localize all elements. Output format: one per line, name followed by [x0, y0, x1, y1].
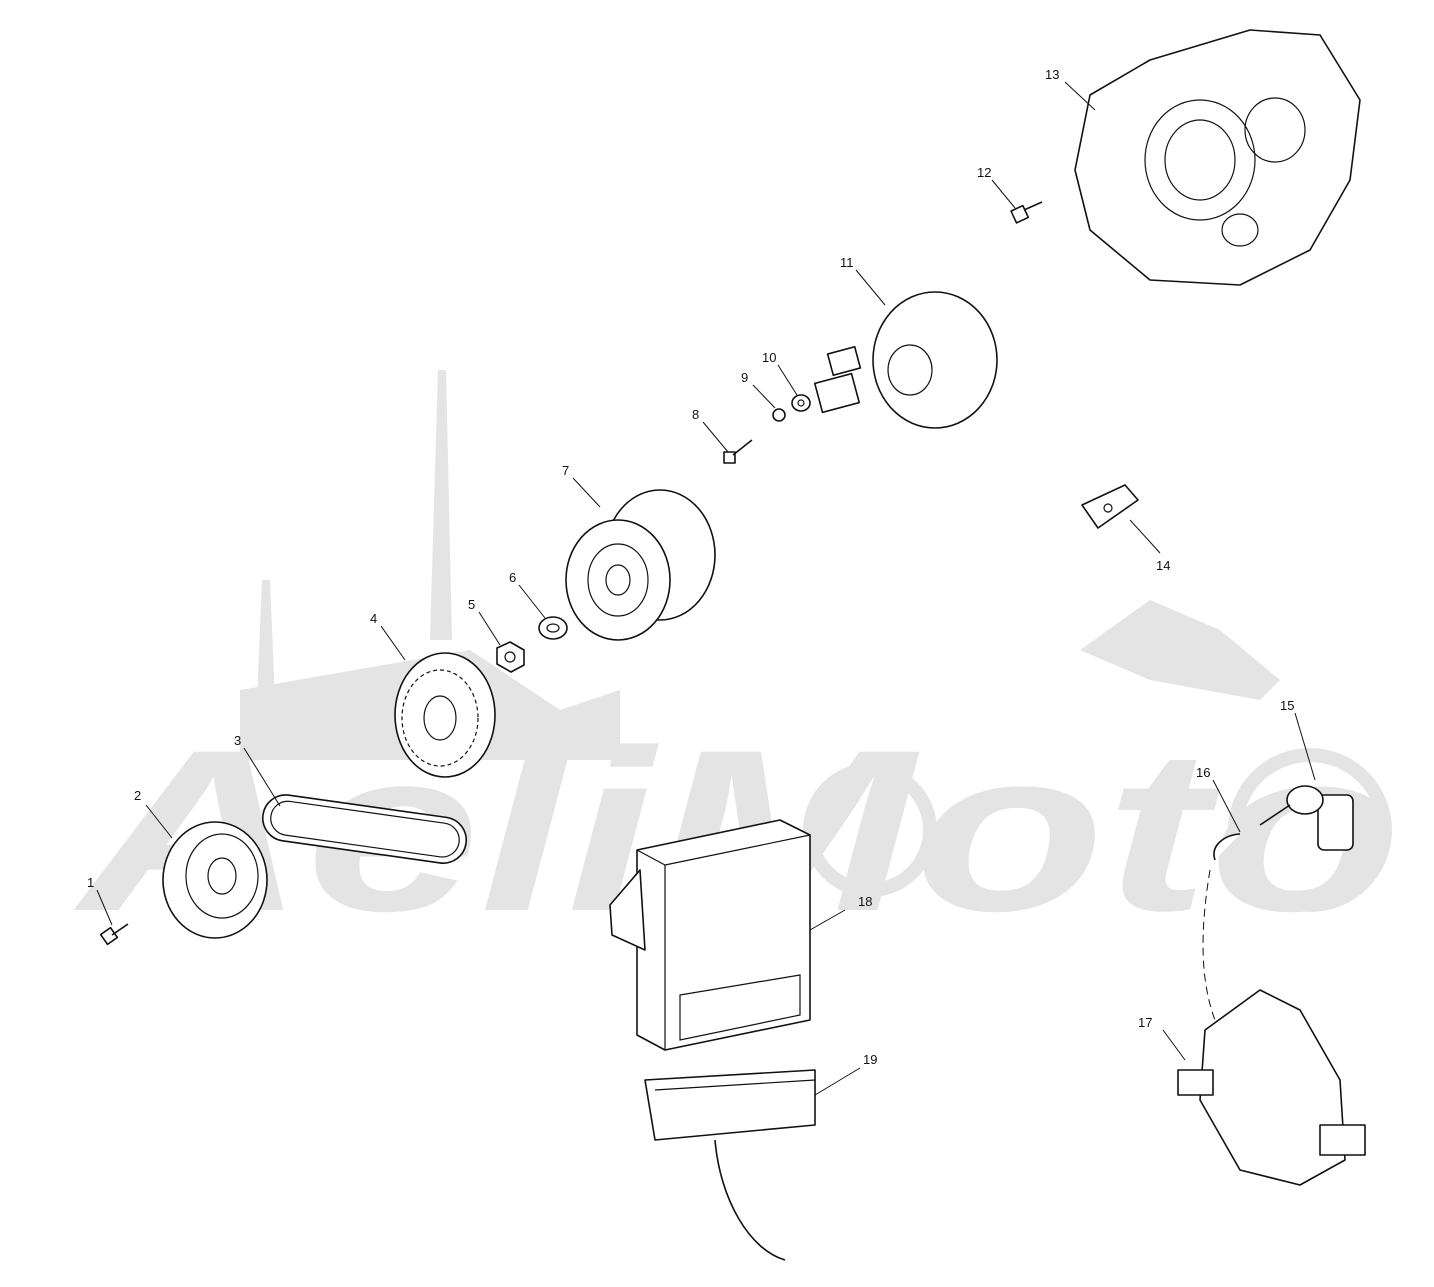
callout-18: 18 [858, 894, 872, 909]
callout-12: 12 [977, 165, 991, 180]
callout-5: 5 [468, 597, 475, 612]
callout-6: 6 [509, 570, 516, 585]
leader-lines [96, 81, 1316, 1096]
part-9-lock-washer [772, 408, 786, 422]
callout-14: 14 [1156, 558, 1170, 573]
part-6-washer [538, 616, 568, 640]
callout-15: 15 [1280, 698, 1294, 713]
connection-dashed-line [1202, 869, 1216, 1021]
part-19-connector [644, 1069, 816, 1261]
part-1-bolt [99, 923, 129, 946]
part-17-ignition-coil [1177, 989, 1366, 1186]
callout-labels: 1 2 3 4 5 6 7 8 9 10 11 12 13 14 15 16 1… [87, 67, 1294, 1067]
part-8-screw [723, 439, 753, 464]
callout-4: 4 [370, 611, 377, 626]
callout-7: 7 [562, 463, 569, 478]
part-7-flywheel [565, 489, 716, 641]
part-11-stator [813, 291, 998, 429]
callout-2: 2 [134, 788, 141, 803]
callout-11: 11 [840, 255, 854, 270]
callout-19: 19 [863, 1052, 877, 1067]
callout-10: 10 [762, 350, 776, 365]
part-14-clip [1081, 484, 1139, 529]
callout-17: 17 [1138, 1015, 1152, 1030]
part-12-bolt [1010, 201, 1043, 224]
part-10-washer [791, 394, 811, 412]
part-18-cdi-module [609, 819, 811, 1051]
callout-13: 13 [1045, 67, 1059, 82]
part-15-spark-plug-cap [1259, 785, 1354, 851]
part-2-drive-cup [162, 821, 268, 939]
callout-9: 9 [741, 370, 748, 385]
callout-3: 3 [234, 733, 241, 748]
callout-1: 1 [87, 875, 94, 890]
part-13-stator-cover [1074, 29, 1361, 286]
part-5-nut [496, 641, 525, 673]
callout-8: 8 [692, 407, 699, 422]
part-4-trigger-wheel [394, 652, 496, 778]
callout-16: 16 [1196, 765, 1210, 780]
part-3-belt [261, 794, 468, 864]
part-16-wire [1213, 833, 1241, 861]
